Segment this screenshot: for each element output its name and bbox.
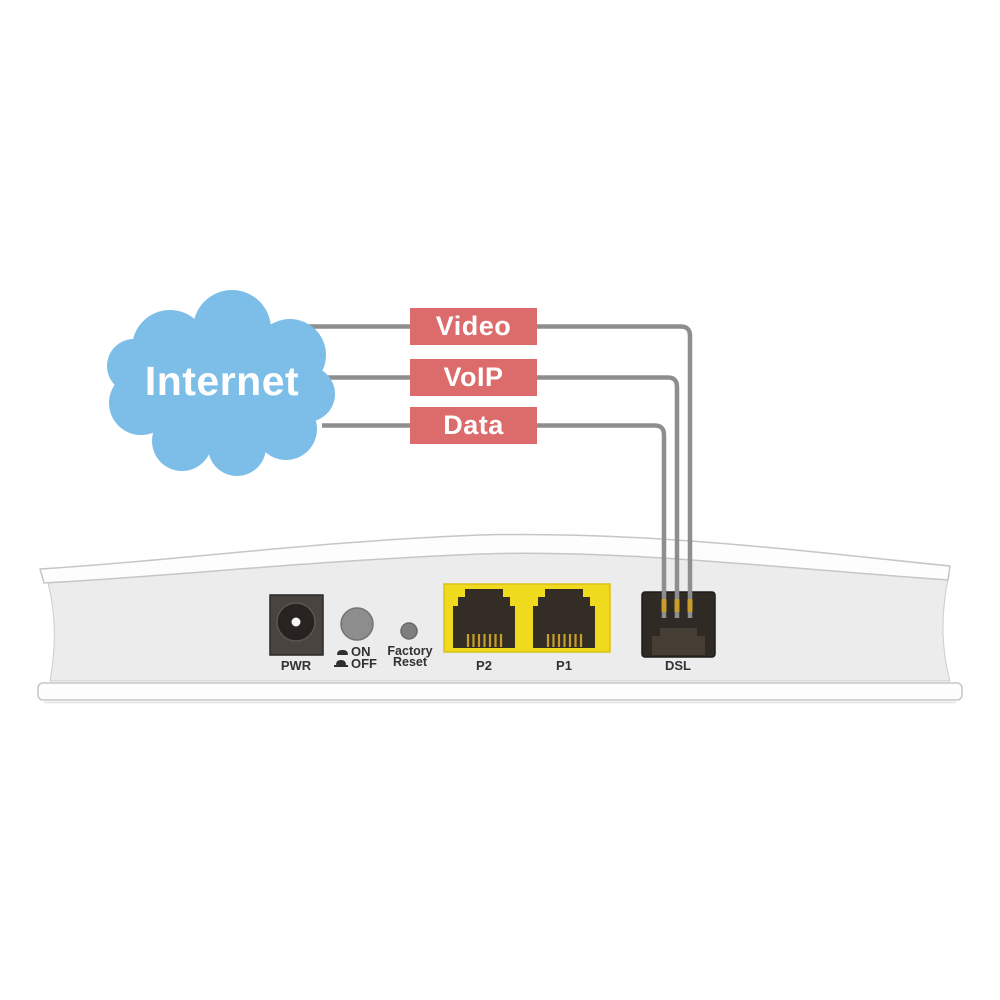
factory-reset-label-line1: Factory <box>387 644 433 658</box>
power-port-label: PWR <box>280 658 312 673</box>
service-label-voip: VoIP <box>410 359 537 396</box>
service-label-video: Video <box>410 308 537 345</box>
switch-off-pressed-icon <box>334 660 348 667</box>
factory-reset-button <box>400 622 418 640</box>
cloud-label: Internet <box>144 357 300 404</box>
panel-top-band <box>39 533 951 584</box>
cable-video-dsl <box>537 324 693 618</box>
cable-voip-dsl <box>537 375 680 618</box>
switch-on-label: ON <box>351 644 371 659</box>
dsl-port-interior <box>652 628 705 655</box>
factory-reset-label-line2: Reset <box>392 655 428 669</box>
cable-connector-tips <box>661 599 693 612</box>
power-switch-button <box>340 607 374 641</box>
ethernet-port-p2 <box>453 589 515 648</box>
service-dsl-cables <box>537 324 693 618</box>
switch-off-label: OFF <box>351 656 377 671</box>
panel-bottom-strip <box>37 682 963 701</box>
ethernet-port-p1-label: P1 <box>556 658 572 673</box>
service-label-data: Data <box>410 407 537 444</box>
ethernet-port-p1 <box>533 589 595 648</box>
internet-cloud <box>107 290 335 476</box>
factory-reset-label: Factory Reset <box>379 644 441 669</box>
switch-on-dome-icon <box>337 650 348 655</box>
power-pin-hole <box>291 617 301 627</box>
cable-data-dsl <box>537 423 667 618</box>
ethernet-port-block <box>443 583 611 653</box>
ethernet-port-p2-label: P2 <box>476 658 492 673</box>
dsl-port <box>641 591 716 658</box>
ethernet-pins <box>466 634 583 647</box>
dsl-port-label: DSL <box>665 658 691 673</box>
power-jack <box>269 594 324 656</box>
